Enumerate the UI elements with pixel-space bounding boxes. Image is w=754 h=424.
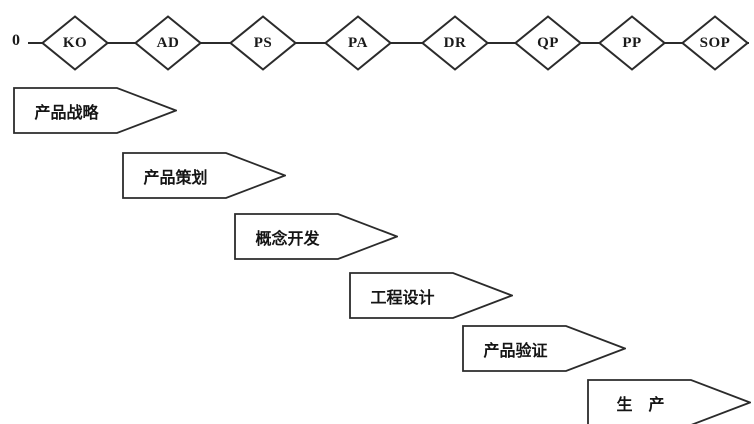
- milestone-diamond-ko: KO: [41, 15, 109, 71]
- diamond-shape: [324, 15, 392, 71]
- arrow-shape: [349, 272, 513, 319]
- phase-label: 工程设计: [370, 289, 435, 307]
- phase-label: 生 产: [616, 396, 665, 414]
- milestone-label: PP: [622, 34, 642, 51]
- milestone-label: KO: [62, 34, 88, 51]
- milestone-label: QP: [537, 34, 559, 51]
- phase-arrow-concept-development: 概念开发: [234, 213, 398, 260]
- phase-arrow-production: 生 产: [587, 379, 751, 424]
- arrow-shape: [13, 87, 177, 134]
- diamond-shape: [229, 15, 297, 71]
- diamond-shape: [681, 15, 749, 71]
- phase-label: 产品验证: [483, 342, 548, 360]
- diamond-shape: [598, 15, 666, 71]
- milestone-label: PA: [348, 34, 368, 51]
- milestone-diamond-pp: PP: [598, 15, 666, 71]
- arrow-shape: [587, 379, 751, 424]
- phase-label: 概念开发: [255, 230, 320, 248]
- milestone-diamond-ad: AD: [134, 15, 202, 71]
- phase-label: 产品策划: [143, 169, 208, 187]
- diamond-shape: [134, 15, 202, 71]
- diamond-shape: [514, 15, 582, 71]
- phase-arrow-product-strategy: 产品战略: [13, 87, 177, 134]
- milestone-label: DR: [443, 34, 467, 51]
- phase-label: 产品战略: [34, 104, 99, 122]
- phase-arrow-product-planning: 产品策划: [122, 152, 286, 199]
- milestone-diamond-sop: SOP: [681, 15, 749, 71]
- diamond-shape: [41, 15, 109, 71]
- arrow-shape: [234, 213, 398, 260]
- milestone-diamond-qp: QP: [514, 15, 582, 71]
- milestone-label: PS: [253, 34, 273, 51]
- phase-arrow-product-verification: 产品验证: [462, 325, 626, 372]
- phase-arrow-engineering-design: 工程设计: [349, 272, 513, 319]
- diamond-shape: [421, 15, 489, 71]
- milestone-diamond-dr: DR: [421, 15, 489, 71]
- arrow-shape: [462, 325, 626, 372]
- milestone-diamond-ps: PS: [229, 15, 297, 71]
- milestone-label: SOP: [699, 34, 731, 51]
- milestone-label: AD: [156, 34, 180, 51]
- timeline-origin-label: 0: [12, 32, 20, 49]
- arrow-shape: [122, 152, 286, 199]
- milestone-diamond-pa: PA: [324, 15, 392, 71]
